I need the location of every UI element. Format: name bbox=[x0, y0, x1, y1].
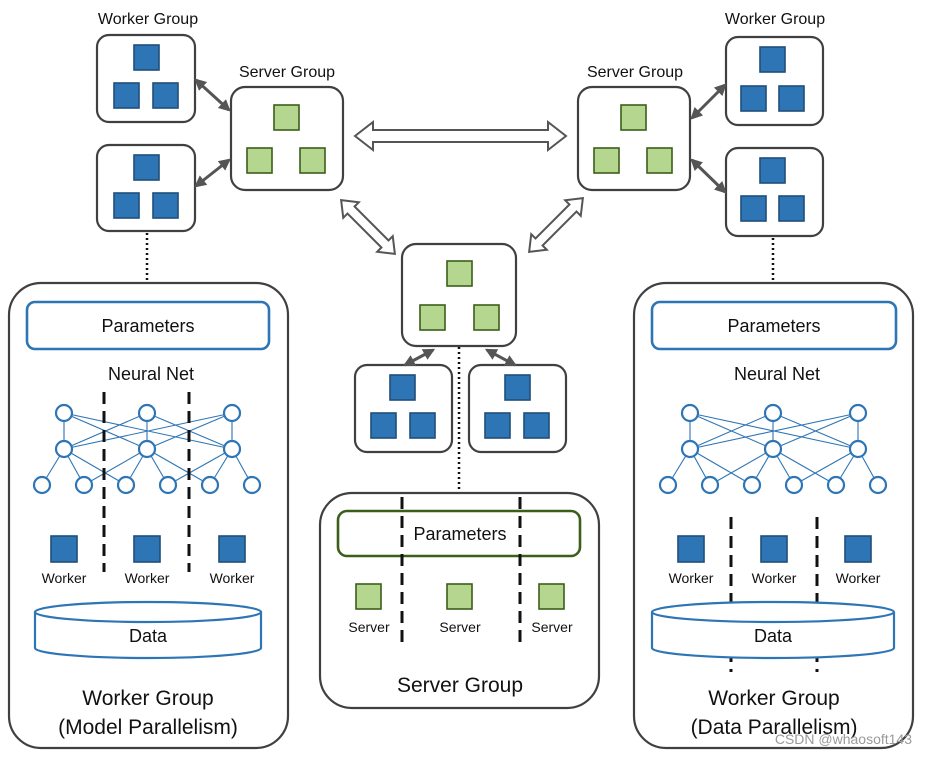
worker-node-right-2 bbox=[760, 535, 788, 563]
nn-node bbox=[763, 403, 783, 423]
neural-net-label-right: Neural Net bbox=[734, 364, 820, 384]
nn-node bbox=[137, 403, 157, 423]
worker-box-top-right-2 bbox=[724, 146, 825, 238]
nn-node bbox=[700, 475, 720, 495]
worker-label-right-2: Worker bbox=[752, 570, 797, 586]
server-node-3 bbox=[538, 583, 565, 610]
arrow-worker2-server-left bbox=[194, 158, 231, 188]
worker-label-left-3: Worker bbox=[210, 570, 255, 586]
server-group-panel: Parameters Server Server Server Server G… bbox=[318, 491, 601, 710]
nn-node bbox=[763, 439, 783, 459]
hollow-arrow-right-to-center bbox=[527, 196, 585, 254]
arrow-worker1-server-right bbox=[690, 83, 727, 120]
nn-node bbox=[222, 439, 242, 459]
worker-label-right-1: Worker bbox=[669, 570, 714, 586]
nn-edge bbox=[63, 448, 127, 486]
watermark: CSDN @whaosoft143 bbox=[775, 731, 912, 747]
worker-label-left-1: Worker bbox=[42, 570, 87, 586]
nn-node bbox=[74, 475, 94, 495]
nn-node bbox=[848, 439, 868, 459]
server-label-3: Server bbox=[531, 619, 573, 635]
nn-node bbox=[137, 439, 157, 459]
worker-group-label-top-right: Worker Group bbox=[725, 11, 825, 28]
nn-node bbox=[32, 475, 52, 495]
nn-edge bbox=[83, 448, 148, 486]
parameters-label-left: Parameters bbox=[101, 316, 194, 336]
server-label-2: Server bbox=[439, 619, 481, 635]
nn-node bbox=[848, 403, 868, 423]
nn-node bbox=[826, 475, 846, 495]
panel-title-worker-group-right: Worker Group bbox=[708, 687, 840, 710]
arrow-center-server-worker-left bbox=[402, 348, 436, 367]
server-box-left bbox=[229, 85, 345, 192]
worker-node-right-3 bbox=[844, 535, 872, 563]
worker-label-left-2: Worker bbox=[125, 570, 170, 586]
parameters-label-center: Parameters bbox=[413, 524, 506, 544]
worker-node-left-3 bbox=[218, 535, 246, 563]
hollow-arrow-servers-horizontal bbox=[353, 119, 568, 153]
panel-subtitle-data-parallelism: (Data Parallelism) bbox=[691, 716, 858, 739]
data-cylinder-right bbox=[650, 600, 896, 660]
worker-node-left-2 bbox=[133, 535, 161, 563]
nn-edge bbox=[689, 412, 774, 450]
nn-edge bbox=[709, 448, 774, 486]
neural-net-right bbox=[658, 403, 888, 495]
panel-title-server-group: Server Group bbox=[397, 674, 523, 697]
server-box-center bbox=[400, 242, 518, 348]
data-label-left: Data bbox=[129, 626, 168, 646]
nn-edge bbox=[167, 448, 233, 486]
worker-box-top-left-1 bbox=[95, 33, 197, 124]
nn-node bbox=[680, 403, 700, 423]
neural-net-label-left: Neural Net bbox=[108, 364, 194, 384]
worker-group-panel-data-parallelism: Parameters Neural Net Worker Worker Work… bbox=[632, 281, 915, 750]
worker-group-label-top-left: Worker Group bbox=[98, 11, 198, 28]
panel-title-worker-group-left: Worker Group bbox=[82, 687, 214, 710]
nn-node bbox=[784, 475, 804, 495]
data-cylinder-left bbox=[33, 600, 263, 660]
nn-edge bbox=[689, 412, 859, 450]
worker-node-right-1 bbox=[677, 535, 705, 563]
nn-edge bbox=[63, 412, 233, 450]
nn-edge bbox=[689, 448, 753, 486]
worker-group-panel-model-parallelism: Parameters Neural Net Worker Worker Work… bbox=[7, 281, 290, 750]
nn-edge bbox=[772, 448, 837, 486]
server-box-right bbox=[576, 85, 692, 192]
worker-node-left-1 bbox=[50, 535, 78, 563]
server-group-label-right: Server Group bbox=[587, 64, 683, 81]
worker-box-top-right-1 bbox=[724, 35, 825, 127]
arrow-center-server-worker-right bbox=[484, 348, 518, 367]
nn-edge bbox=[772, 412, 859, 450]
server-group-label-left: Server Group bbox=[239, 64, 335, 81]
server-node-2 bbox=[446, 583, 473, 610]
parameters-label-right: Parameters bbox=[727, 316, 820, 336]
server-node-1 bbox=[355, 583, 382, 610]
nn-node bbox=[54, 439, 74, 459]
nn-node bbox=[54, 403, 74, 423]
nn-node bbox=[242, 475, 262, 495]
arrow-worker1-server-left bbox=[194, 78, 231, 112]
parameters-box-right bbox=[650, 300, 898, 351]
parameters-box-left bbox=[25, 300, 271, 351]
nn-edge bbox=[793, 448, 859, 486]
nn-node bbox=[158, 475, 178, 495]
nn-node bbox=[658, 475, 678, 495]
worker-box-center-left bbox=[353, 363, 454, 454]
nn-node bbox=[680, 439, 700, 459]
data-label-right: Data bbox=[754, 626, 793, 646]
arrow-worker2-server-right bbox=[690, 158, 727, 194]
hollow-arrow-left-to-center bbox=[339, 198, 397, 256]
nn-node bbox=[742, 475, 762, 495]
worker-box-top-left-2 bbox=[95, 143, 197, 233]
panel-subtitle-model-parallelism: (Model Parallelism) bbox=[58, 716, 238, 739]
nn-node bbox=[868, 475, 888, 495]
nn-node bbox=[200, 475, 220, 495]
worker-box-center-right bbox=[467, 363, 568, 454]
server-label-1: Server bbox=[348, 619, 390, 635]
worker-label-right-3: Worker bbox=[836, 570, 881, 586]
nn-node bbox=[116, 475, 136, 495]
nn-node bbox=[222, 403, 242, 423]
nn-edge bbox=[146, 448, 211, 486]
